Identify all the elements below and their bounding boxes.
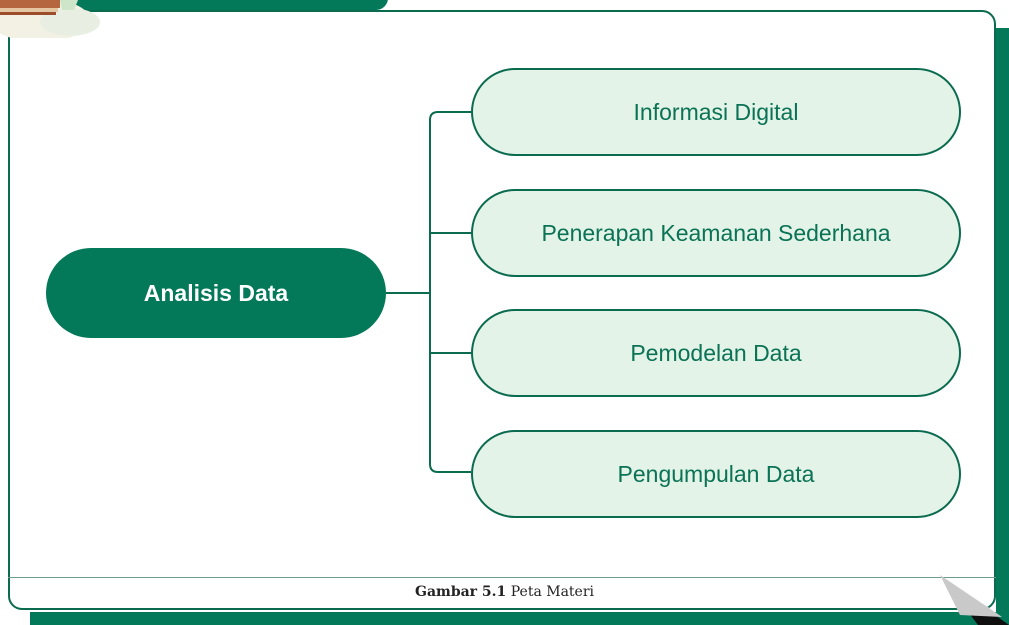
page-curl-icon (940, 575, 1009, 625)
figure-caption: Gambar 5.1 Peta Materi (0, 584, 1009, 600)
book-illustration-icon (0, 0, 100, 38)
child-node-label: Informasi Digital (633, 98, 799, 125)
root-node-label: Analisis Data (143, 279, 289, 306)
child-node-pemodelan-data: Pemodelan Data (471, 309, 961, 397)
branch-trunk (429, 111, 471, 473)
child-node-informasi-digital: Informasi Digital (471, 68, 961, 156)
child-node-label: Penerapan Keamanan Sederhana (541, 219, 891, 246)
root-node: Analisis Data (46, 248, 386, 338)
caption-divider (8, 577, 996, 578)
child-node-penerapan-keamanan: Penerapan Keamanan Sederhana (471, 189, 961, 277)
panel-shadow-right (996, 28, 1009, 625)
caption-text: Peta Materi (510, 584, 595, 600)
caption-number: Gambar 5.1 (414, 584, 507, 600)
child-node-pengumpulan-data: Pengumpulan Data (471, 430, 961, 518)
child-node-label: Pemodelan Data (630, 339, 802, 366)
child-node-label: Pengumpulan Data (617, 460, 815, 487)
header-tab (70, 0, 388, 10)
panel-shadow-bottom (30, 612, 1009, 625)
